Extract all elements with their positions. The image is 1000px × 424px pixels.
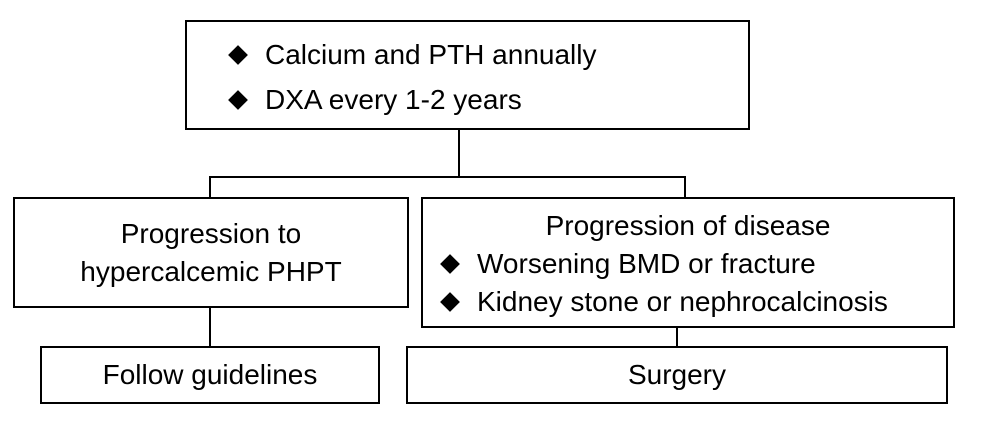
connector-right-bottom (676, 326, 678, 348)
monitoring-box: Calcium and PTH annually DXA every 1-2 y… (185, 20, 750, 130)
follow-guidelines-box: Follow guidelines (40, 346, 380, 404)
monitoring-bullet-row: DXA every 1-2 years (228, 83, 522, 117)
follow-guidelines-label: Follow guidelines (102, 359, 318, 390)
connector-left-drop (209, 176, 211, 199)
hypercalcemic-progression-box: Progression to hypercalcemic PHPT (13, 197, 409, 308)
hypercalcemic-progression-title-line1: Progression to (120, 218, 302, 249)
disease-progression-bullet-text: Worsening BMD or fracture (477, 248, 816, 279)
disease-progression-box: Progression of disease Worsening BMD or … (421, 197, 955, 328)
disease-progression-bullet-row: Worsening BMD or fracture (440, 247, 816, 281)
diamond-bullet-icon (228, 45, 248, 65)
surgery-label: Surgery (627, 359, 727, 390)
connector-top-vertical (458, 128, 460, 177)
disease-progression-bullet-row: Kidney stone or nephrocalcinosis (440, 285, 888, 319)
diamond-bullet-icon (228, 90, 248, 110)
disease-progression-title: Progression of disease (545, 210, 831, 241)
disease-progression-bullet-text: Kidney stone or nephrocalcinosis (477, 286, 888, 317)
monitoring-bullet-row: Calcium and PTH annually (228, 38, 597, 72)
connector-right-drop (684, 176, 686, 199)
diamond-bullet-icon (440, 292, 460, 312)
surgery-box: Surgery (406, 346, 948, 404)
connector-left-bottom (209, 306, 211, 348)
connector-horizontal-split (209, 176, 686, 178)
monitoring-bullet-text: Calcium and PTH annually (265, 39, 597, 70)
hypercalcemic-progression-title-line2: hypercalcemic PHPT (80, 256, 342, 287)
monitoring-bullet-text: DXA every 1-2 years (265, 84, 522, 115)
diamond-bullet-icon (440, 254, 460, 274)
